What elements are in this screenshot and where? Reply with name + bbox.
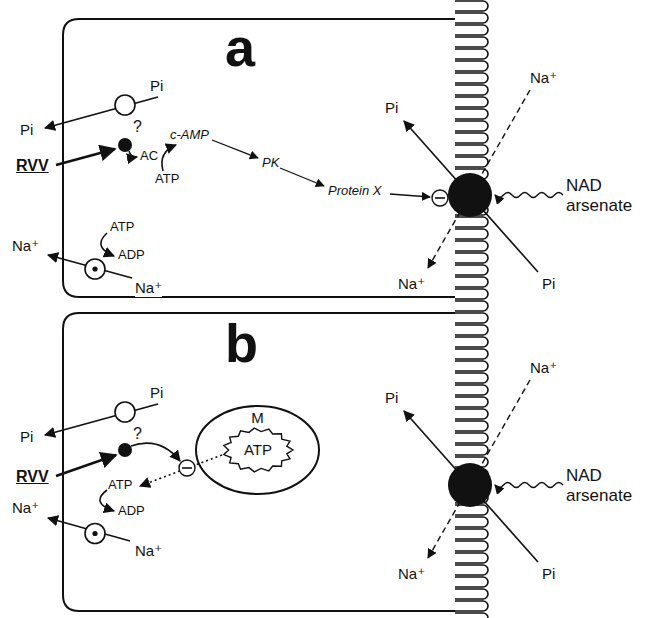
hydrolysis-arrow	[100, 490, 114, 511]
cell-outline: bM ATP	[62, 312, 455, 612]
molecule-label: Pi	[385, 390, 398, 407]
molecule-label: Na⁺	[530, 360, 557, 377]
molecule-label: AC	[140, 149, 158, 163]
molecule-label: NAD arsenate	[566, 176, 642, 215]
molecule-label: Na⁺	[398, 566, 425, 583]
molecule-label: Pi	[542, 566, 555, 583]
venom-arrow	[56, 149, 115, 165]
molecule-label: Na⁺	[12, 238, 39, 255]
cotransporter-symbol	[448, 173, 492, 217]
molecule-label: Na⁺	[530, 70, 557, 87]
phosphate-transporter	[115, 402, 135, 422]
cell-membrane	[63, 19, 455, 297]
molecule-label: Pi	[20, 122, 33, 139]
wavy-arrow	[495, 193, 563, 198]
inhibition-symbol	[179, 460, 195, 476]
inhibition-sign	[435, 197, 445, 199]
cotransporter-symbol	[448, 463, 492, 507]
organelle-label: ATP	[244, 442, 272, 459]
sodium-pump	[85, 259, 105, 279]
molecule-label: Protein X	[328, 184, 381, 198]
molecule-label: Pi	[385, 100, 398, 117]
sodium-pump-dot	[92, 531, 97, 536]
phosphate-transporter	[115, 95, 135, 115]
molecule-label: ATP	[155, 172, 179, 186]
molecule-label: Pi	[20, 429, 33, 446]
venom-arrow	[56, 455, 116, 476]
signal-arrow	[390, 194, 430, 197]
sodium-pump	[85, 524, 105, 544]
molecule-label: Pi	[150, 78, 163, 95]
sodium-flux-arrow	[428, 90, 530, 268]
molecule-label: c-AMP	[170, 128, 209, 142]
sodium-pump-dot	[92, 266, 97, 271]
activation-arrow	[131, 443, 180, 461]
signal-arrow	[280, 168, 324, 186]
panel-letter: b	[225, 316, 258, 370]
molecule-label: ATP	[110, 220, 134, 234]
wavy-arrow	[495, 483, 563, 488]
inhibition-symbol	[432, 190, 448, 206]
molecule-label: RVV	[16, 468, 49, 486]
mitochondrion-outline	[196, 406, 319, 494]
molecule-label: ADP	[118, 248, 145, 262]
sodium-flux-arrow	[428, 380, 530, 558]
molecule-label: ADP	[118, 504, 145, 518]
molecule-label: Na⁺	[398, 276, 425, 293]
molecule-label: NAD arsenate	[566, 466, 642, 505]
signal-arrow	[212, 140, 258, 158]
cristae-outline	[224, 428, 293, 472]
molecule-label: ?	[133, 118, 142, 136]
inhibition-sign	[182, 467, 192, 469]
organelle-label: M	[251, 410, 264, 427]
activation-arrow	[129, 151, 137, 157]
molecule-label: PK	[262, 156, 279, 170]
molecule-label: Pi	[542, 276, 555, 293]
molecule-label: ?	[133, 425, 142, 443]
receptor-symbol	[118, 138, 132, 152]
molecule-label: Na⁺	[135, 543, 162, 560]
mitochondrion: M ATP	[195, 405, 320, 495]
panel-letter: a	[225, 20, 255, 74]
receptor-symbol	[118, 443, 132, 457]
hydrolysis-arrow	[101, 233, 114, 256]
molecule-label: RVV	[16, 157, 49, 175]
cell-membrane	[63, 313, 455, 611]
mitochondrial-matrix: ATP	[222, 427, 294, 473]
molecule-label: Pi	[150, 385, 163, 402]
molecule-label: ATP	[108, 478, 132, 492]
conversion-arrow	[162, 145, 176, 171]
microvilli	[455, 1, 488, 618]
atp-export-arrow	[140, 455, 222, 486]
molecule-label: Na⁺	[12, 500, 39, 517]
molecule-label: Na⁺	[135, 280, 162, 297]
